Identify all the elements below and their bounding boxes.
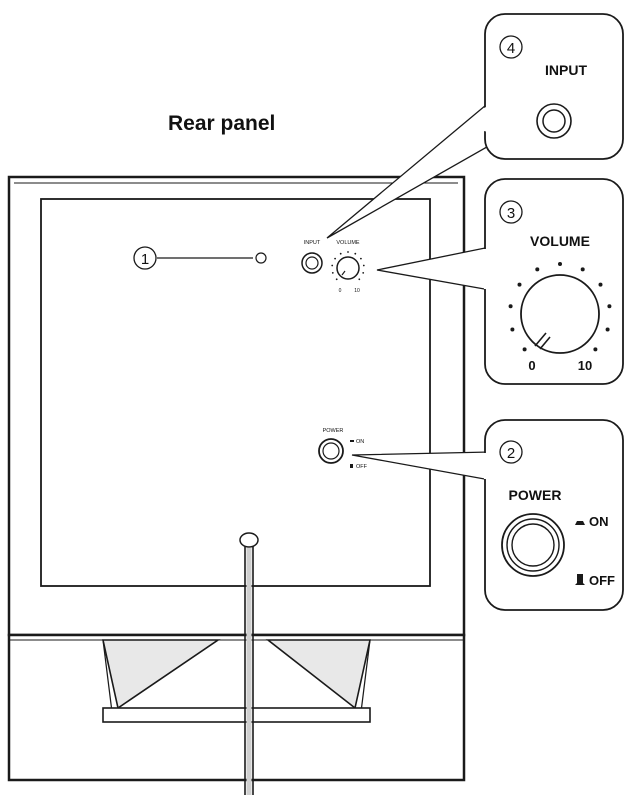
- input-jack-inner: [542, 109, 566, 133]
- right-port-flare: [265, 639, 371, 710]
- volume-scale-dot: [535, 267, 540, 272]
- power-off-symbol: [575, 574, 585, 585]
- panel-on-symbol: [350, 440, 354, 442]
- panel-input-label: INPUT: [304, 240, 321, 246]
- callout-4-label: INPUT: [545, 62, 587, 78]
- panel-volume-min: 0: [339, 288, 342, 294]
- volume-scale-dot: [335, 278, 338, 281]
- callout-3-number: 3: [507, 205, 515, 222]
- volume-scale-dot: [331, 264, 334, 267]
- volume-scale-dot: [362, 264, 365, 267]
- panel-power-switch-inner: [322, 442, 340, 460]
- volume-scale-dot: [598, 282, 603, 287]
- volume-scale-dot: [334, 257, 336, 260]
- volume-scale-dot: [593, 347, 598, 352]
- volume-scale-dot: [508, 304, 513, 309]
- power-cord-grommet: [239, 532, 259, 548]
- panel-power-label: POWER: [323, 428, 344, 434]
- callout-2-number: 2: [507, 445, 515, 462]
- power-on-label: ON: [589, 514, 609, 529]
- volume-scale-dot: [347, 251, 349, 253]
- panel-input-jack-inner: [305, 256, 319, 270]
- panel-off-label: OFF: [356, 464, 368, 470]
- panel-volume-dots: [331, 251, 365, 281]
- callout-3-label: VOLUME: [530, 233, 590, 249]
- right-port-inner: [360, 639, 371, 713]
- volume-knob: [520, 274, 600, 354]
- volume-scale-dot: [522, 347, 527, 352]
- volume-scale-dot: [358, 278, 361, 281]
- volume-scale-dot: [607, 304, 612, 309]
- volume-knob-pointer-2: [539, 336, 551, 350]
- panel-volume-label: VOLUME: [336, 240, 360, 246]
- callout-4-pointer-mask: [484, 106, 488, 132]
- panel-on-label: ON: [356, 439, 364, 445]
- callout-1-number: 1: [141, 251, 149, 268]
- volume-scale-dot: [354, 252, 357, 255]
- volume-scale-dot: [339, 252, 342, 255]
- volume-scale-dot: [517, 282, 522, 287]
- power-off-label: OFF: [589, 573, 615, 588]
- callout-4-circle: [499, 35, 523, 59]
- callout-3-pointer-mask: [484, 249, 488, 289]
- volume-scale-dots: [508, 262, 612, 352]
- callout-4-number: 4: [507, 40, 515, 57]
- volume-scale-dot: [331, 272, 334, 274]
- volume-knob-pointer: [534, 332, 547, 347]
- power-on-symbol: [575, 521, 585, 525]
- left-port-inner: [102, 639, 113, 713]
- volume-max-label: 10: [578, 358, 592, 373]
- volume-scale-dot: [360, 257, 362, 260]
- left-port-flare: [102, 639, 221, 710]
- volume-scale-dot: [362, 272, 365, 274]
- volume-scale-dot: [580, 267, 585, 272]
- callout-1-circle: [133, 246, 157, 270]
- volume-min-label: 0: [528, 358, 535, 373]
- panel-volume-max: 10: [354, 288, 360, 294]
- volume-scale-dot: [558, 262, 562, 266]
- diagram-title: Rear panel: [168, 112, 275, 135]
- panel-off-symbol: [350, 464, 353, 468]
- callout-2-label: POWER: [509, 487, 562, 503]
- callout-2-circle: [499, 440, 523, 464]
- panel-volume-pointer: [341, 270, 346, 276]
- base-platform: [102, 707, 371, 723]
- callout-2-pointer-mask: [484, 453, 488, 479]
- panel-volume-knob: [336, 256, 360, 280]
- power-switch-inner: [511, 523, 555, 567]
- power-indicator-led: [255, 252, 267, 264]
- volume-scale-dot: [510, 327, 515, 332]
- callout-3-circle: [499, 200, 523, 224]
- rear-panel-plate: [40, 198, 431, 587]
- volume-scale-dot: [605, 327, 610, 332]
